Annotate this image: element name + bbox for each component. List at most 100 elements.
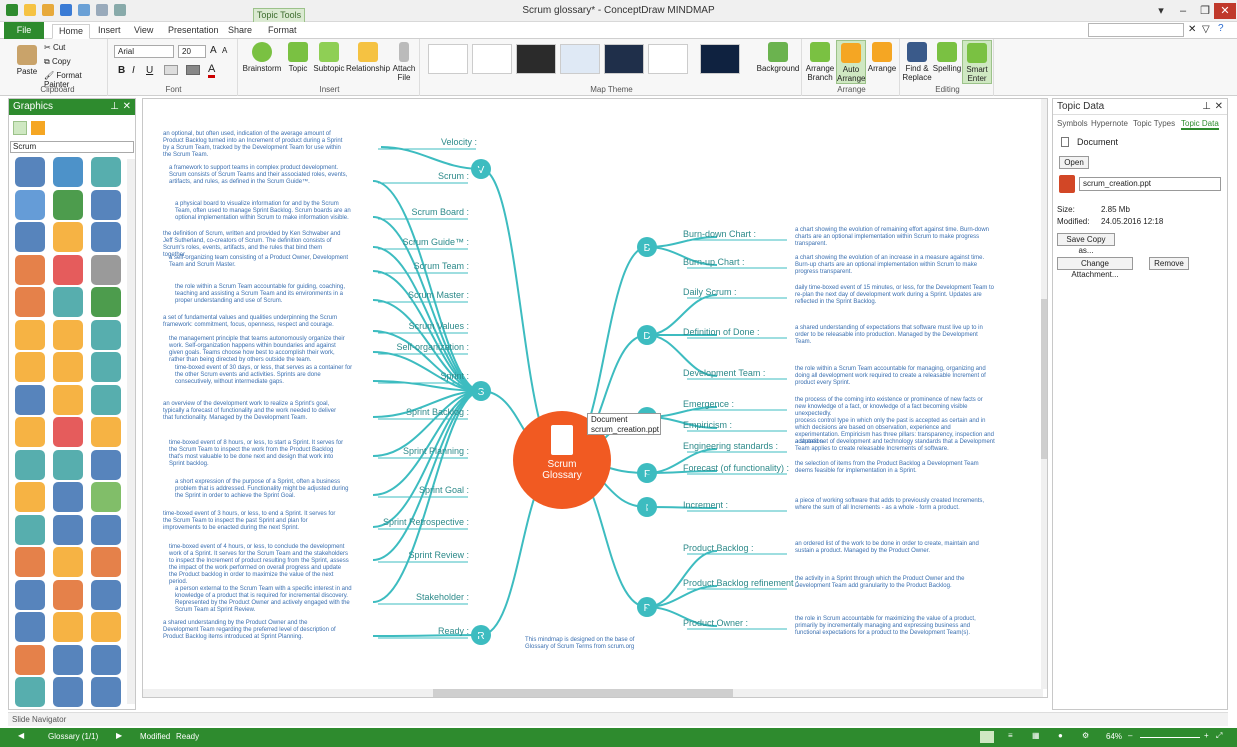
topic-label[interactable]: Development Team :	[683, 368, 766, 378]
save-copy-button[interactable]: Save Copy as...	[1057, 233, 1115, 255]
graphic-symbol-icon[interactable]	[15, 547, 45, 577]
graphic-symbol-icon[interactable]	[91, 579, 121, 610]
tab-topic-data[interactable]: Topic Data	[1181, 119, 1219, 130]
settings-icon[interactable]	[114, 4, 126, 16]
copy-button[interactable]: ⧉ Copy	[44, 57, 71, 66]
theme-4[interactable]	[560, 44, 600, 74]
close-search-icon[interactable]: ✕	[1188, 24, 1197, 35]
topic-label[interactable]: Scrum Guide™ :	[402, 237, 469, 247]
graphic-symbol-icon[interactable]	[91, 384, 121, 415]
font-size-select[interactable]: 20	[178, 45, 206, 58]
topic-label[interactable]: Daily Scrum :	[683, 287, 737, 297]
save-icon[interactable]	[60, 4, 72, 16]
close-panel-icon[interactable]: ✕	[1214, 101, 1223, 112]
graphic-symbol-icon[interactable]	[91, 547, 121, 577]
relationship-button[interactable]: Relationship	[346, 42, 390, 73]
graphic-symbol-icon[interactable]	[53, 449, 83, 480]
help-icon[interactable]: ▾	[1158, 5, 1164, 17]
graphic-symbol-icon[interactable]	[15, 287, 45, 317]
zoom-slider[interactable]	[1140, 737, 1200, 738]
topic-label[interactable]: Empiricism :	[683, 420, 732, 430]
pin-icon[interactable]: ⊥	[1202, 101, 1211, 112]
graphic-symbol-icon[interactable]	[91, 612, 121, 642]
zoom-out-icon[interactable]: –	[1128, 731, 1133, 740]
new-icon[interactable]	[24, 4, 36, 16]
topic-label[interactable]: Stakeholder :	[415, 592, 469, 602]
topic-label[interactable]: Sprint :	[440, 371, 469, 381]
remove-button[interactable]: Remove	[1149, 257, 1189, 270]
fit-icon[interactable]: ⚙	[1082, 731, 1090, 740]
topic-label[interactable]: Product Backlog refinement :	[683, 578, 799, 588]
graphic-symbol-icon[interactable]	[15, 319, 45, 350]
graphic-symbol-icon[interactable]	[15, 612, 45, 642]
graphic-symbol-icon[interactable]	[91, 319, 121, 350]
topic-label[interactable]: Scrum Team :	[413, 261, 469, 271]
spelling-button[interactable]: Spelling	[932, 42, 962, 73]
graphic-symbol-icon[interactable]	[91, 222, 121, 252]
graphic-symbol-icon[interactable]	[53, 157, 83, 187]
graphic-symbol-icon[interactable]	[53, 287, 83, 317]
graphic-symbol-icon[interactable]	[15, 352, 45, 382]
subtopic-button[interactable]: Subtopic	[312, 42, 346, 73]
graphic-symbol-icon[interactable]	[53, 222, 83, 252]
graphic-symbol-icon[interactable]	[91, 254, 121, 285]
graphic-symbol-icon[interactable]	[53, 547, 83, 577]
topic-label[interactable]: Product Owner :	[683, 618, 749, 628]
theme-5[interactable]	[604, 44, 644, 74]
topic-label[interactable]: Sprint Planning :	[402, 446, 469, 456]
topic-label[interactable]: Velocity :	[440, 137, 477, 147]
graphic-symbol-icon[interactable]	[53, 189, 83, 220]
graphic-symbol-icon[interactable]	[91, 677, 121, 707]
fill-color-icon[interactable]	[164, 65, 178, 75]
graphic-symbol-icon[interactable]	[91, 352, 121, 382]
restore-icon[interactable]: ❐	[1200, 5, 1210, 17]
pin-icon[interactable]: ⊥	[110, 101, 119, 112]
topic-label[interactable]: Sprint Retrospective :	[382, 517, 469, 527]
graphic-symbol-icon[interactable]	[53, 514, 83, 545]
graphic-symbol-icon[interactable]	[53, 612, 83, 642]
graphic-symbol-icon[interactable]	[53, 677, 83, 707]
theme-2[interactable]	[472, 44, 512, 74]
graphic-symbol-icon[interactable]	[15, 514, 45, 545]
find-replace-button[interactable]: Find & Replace	[902, 42, 932, 82]
help-button-icon[interactable]: ?	[1218, 23, 1224, 34]
brainstorm-button[interactable]: Brainstorm	[242, 42, 282, 73]
graphic-symbol-icon[interactable]	[91, 287, 121, 317]
background-button[interactable]: Background	[756, 42, 800, 73]
topic-label[interactable]: Emergence :	[683, 399, 735, 409]
topic-label[interactable]: Self-organization :	[396, 342, 469, 352]
paste-button[interactable]: Paste	[12, 45, 42, 76]
graphic-symbol-icon[interactable]	[15, 677, 45, 707]
close-panel-icon[interactable]: ✕	[122, 101, 131, 112]
tab-share[interactable]: Share	[228, 25, 253, 35]
undo-icon[interactable]	[78, 4, 90, 16]
theme-1[interactable]	[428, 44, 468, 74]
zoom-in-icon[interactable]: +	[1204, 731, 1209, 740]
topic-button[interactable]: Topic	[284, 42, 312, 73]
graphic-symbol-icon[interactable]	[91, 417, 121, 447]
slide-navigator[interactable]: Slide Navigator	[8, 712, 1228, 726]
tab-insert[interactable]: Insert	[98, 25, 121, 35]
topic-label[interactable]: Sprint Review :	[408, 550, 469, 560]
topic-label[interactable]: Scrum Values :	[408, 321, 469, 331]
graphic-symbol-icon[interactable]	[53, 579, 83, 610]
tab-presentation[interactable]: Presentation	[168, 25, 219, 35]
topic-label[interactable]: Sprint Goal :	[418, 485, 469, 495]
italic-button[interactable]: I	[132, 65, 135, 76]
topic-label[interactable]: Increment :	[683, 500, 729, 510]
topic-label[interactable]: Scrum Master :	[407, 290, 469, 300]
outline-icon[interactable]: ≡	[1008, 731, 1013, 740]
tab-symbols[interactable]: Symbols	[1057, 119, 1088, 128]
prev-page-icon[interactable]: ◀	[18, 731, 25, 740]
search-input[interactable]	[1088, 23, 1184, 37]
graphic-symbol-icon[interactable]	[91, 482, 121, 512]
format-painter-button[interactable]: 🖌 Format Painter	[44, 71, 82, 89]
line-color-icon[interactable]	[186, 65, 200, 75]
horizontal-scrollbar[interactable]	[143, 689, 1043, 697]
redo-icon[interactable]	[96, 4, 108, 16]
graphic-symbol-icon[interactable]	[53, 644, 83, 675]
filter-icon[interactable]: ▽	[1202, 24, 1210, 35]
tab-format[interactable]: Format	[268, 25, 297, 35]
cut-button[interactable]: ✂ Cut	[44, 43, 66, 52]
theme-6[interactable]	[648, 44, 688, 74]
